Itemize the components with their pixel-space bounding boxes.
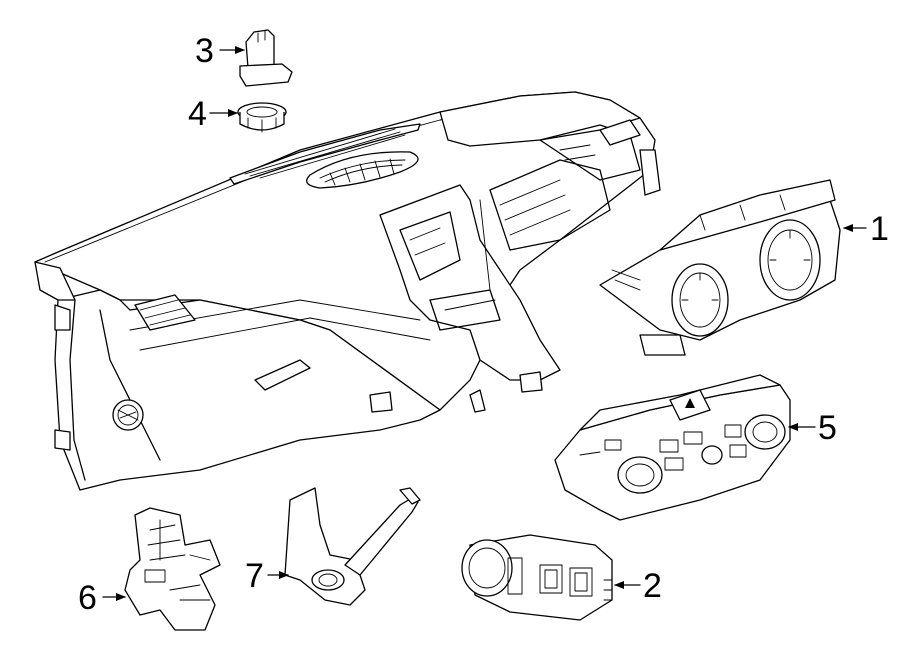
turn-signal-switch-part-7 (284, 487, 421, 606)
callout-5: 5 (788, 409, 837, 447)
callout-label-6: 6 (78, 579, 97, 617)
callout-3: 3 (195, 32, 245, 70)
sensor-part-3 (239, 29, 293, 87)
callout-label-1: 1 (870, 210, 889, 248)
headlamp-switch-part-2 (461, 534, 613, 621)
callout-2: 2 (614, 567, 662, 605)
module-part-6 (124, 507, 221, 631)
callout-label-4: 4 (188, 95, 207, 133)
callout-4: 4 (188, 95, 238, 133)
ring-part-4 (237, 102, 287, 133)
climate-control-panel (554, 374, 791, 521)
callout-label-3: 3 (195, 32, 214, 70)
instrument-cluster (599, 179, 841, 356)
instrument-panel-assembly (34, 91, 661, 491)
callout-label-5: 5 (818, 409, 837, 447)
callout-6: 6 (78, 579, 126, 617)
callout-1: 1 (843, 210, 889, 248)
callout-label-2: 2 (643, 567, 662, 605)
callout-label-7: 7 (245, 557, 264, 595)
callout-7: 7 (245, 557, 289, 595)
